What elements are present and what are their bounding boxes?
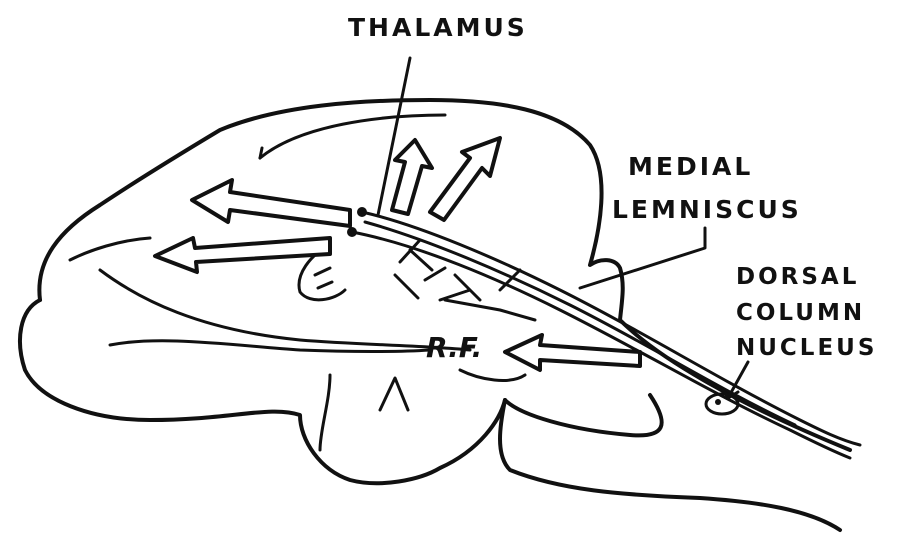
frontal-inner-curve-2 — [100, 270, 470, 350]
reticular-formation-label: R.F. — [426, 331, 482, 364]
frontal-inner-curve — [70, 238, 150, 260]
pons-curve — [320, 375, 330, 450]
projection-arrow-up-left — [392, 140, 432, 214]
cerebellar-fold — [380, 378, 408, 410]
rf-pointer — [445, 300, 535, 320]
thalamus-region-2 — [315, 268, 332, 288]
dorsal-column-label-line2: COLUMN — [736, 300, 865, 326]
cortex-inner-arc-tick — [260, 148, 262, 158]
projection-arrow-frontal-upper — [192, 180, 350, 226]
dorsal-column-label-line1: DORSAL — [736, 264, 859, 290]
projection-arrow-up-right — [430, 138, 500, 220]
cerebellum-outline — [20, 300, 662, 483]
medial-lemniscus-label-line1: MEDIAL — [628, 152, 753, 181]
dorsal-column-label-line3: NUCLEUS — [736, 335, 877, 361]
pons-curve-2 — [460, 370, 525, 380]
dorsal-column-nucleus-dot — [715, 399, 721, 405]
thalamus-label: THALAMUS — [348, 13, 528, 42]
medial-lemniscus-label-line2: LEMNISCUS — [612, 195, 802, 224]
